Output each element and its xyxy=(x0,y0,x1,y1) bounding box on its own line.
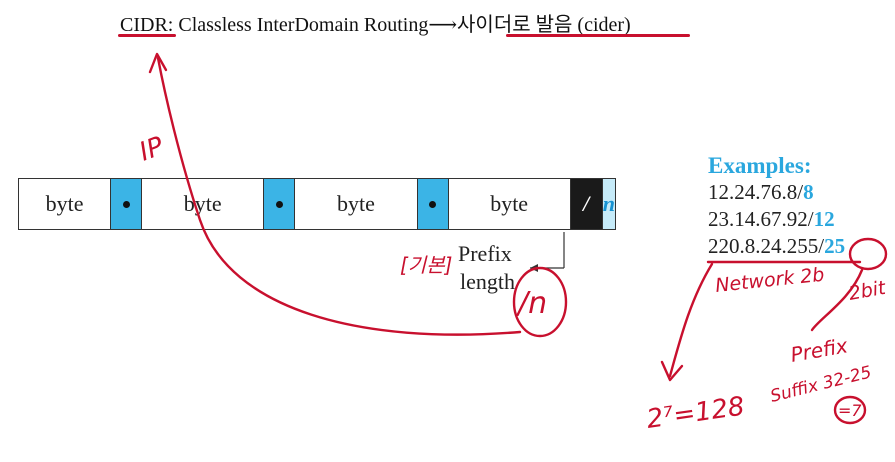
example-ip: 12.24.76.8/ xyxy=(708,180,804,204)
example-ip: 220.8.24.255/ xyxy=(708,234,825,258)
slash-n-circle xyxy=(512,266,568,338)
cidr-term: CIDR xyxy=(120,14,168,36)
example-address: 12.24.76.8/8 xyxy=(708,179,845,206)
prefix-link-line xyxy=(810,268,864,332)
dot-icon xyxy=(122,200,130,208)
example-address: 220.8.24.255/25 xyxy=(708,233,845,260)
cider-pronunciation: (cider) xyxy=(572,14,631,36)
suffix-note: Suffix 32-25 xyxy=(768,362,873,406)
cidr-underline xyxy=(118,34,176,37)
slash-n-note: /n xyxy=(515,286,547,321)
byte-field: byte xyxy=(448,179,571,229)
byte-field: byte xyxy=(142,179,265,229)
examples-heading: Examples: xyxy=(708,153,812,178)
dot-separator xyxy=(264,179,296,229)
prefix-length-label: Prefix length xyxy=(458,240,515,296)
dot-separator xyxy=(111,179,143,229)
prefix-word: Prefix xyxy=(458,241,512,266)
example-ip: 23.14.67.92/ xyxy=(708,207,814,231)
suffix-25-circle xyxy=(848,237,888,271)
arrow-glyph: ⟶ xyxy=(428,14,458,36)
slash-separator: / xyxy=(570,179,603,229)
dot-icon xyxy=(429,200,437,208)
prefix-length-field: n xyxy=(602,179,615,229)
example-prefix: 25 xyxy=(824,234,846,258)
dot-icon xyxy=(275,200,283,208)
basic-note: [기본] xyxy=(400,253,452,277)
length-word: length xyxy=(460,269,515,294)
cidr-expansion: : Classless InterDomain Routing xyxy=(167,14,429,36)
example-prefix: 12 xyxy=(813,207,835,231)
arc-arrowhead xyxy=(148,52,168,74)
network-arrow xyxy=(668,262,714,378)
korean-underline xyxy=(506,34,690,37)
eq7-note: =7 xyxy=(838,401,862,420)
byte-field: byte xyxy=(295,179,418,229)
prefix-arrowhead xyxy=(530,264,538,272)
power-note: 2⁷=128 xyxy=(645,392,747,435)
ip-note: IP xyxy=(135,131,168,167)
twobit-note: 2bit xyxy=(847,277,889,305)
network-arrowhead xyxy=(660,360,684,382)
example-prefix: 8 xyxy=(803,180,814,204)
cidr-title: CIDR: Classless InterDomain Routing⟶사이더로… xyxy=(120,8,631,37)
prefix-note: Prefix xyxy=(789,333,850,367)
example-address: 23.14.67.92/12 xyxy=(708,206,845,233)
byte-field: byte xyxy=(19,179,112,229)
dot-separator xyxy=(417,179,449,229)
network-note: Network 2b xyxy=(714,264,825,297)
korean-pronunciation: 사이더로 발음 xyxy=(457,14,573,36)
eq7-circle xyxy=(833,395,867,425)
